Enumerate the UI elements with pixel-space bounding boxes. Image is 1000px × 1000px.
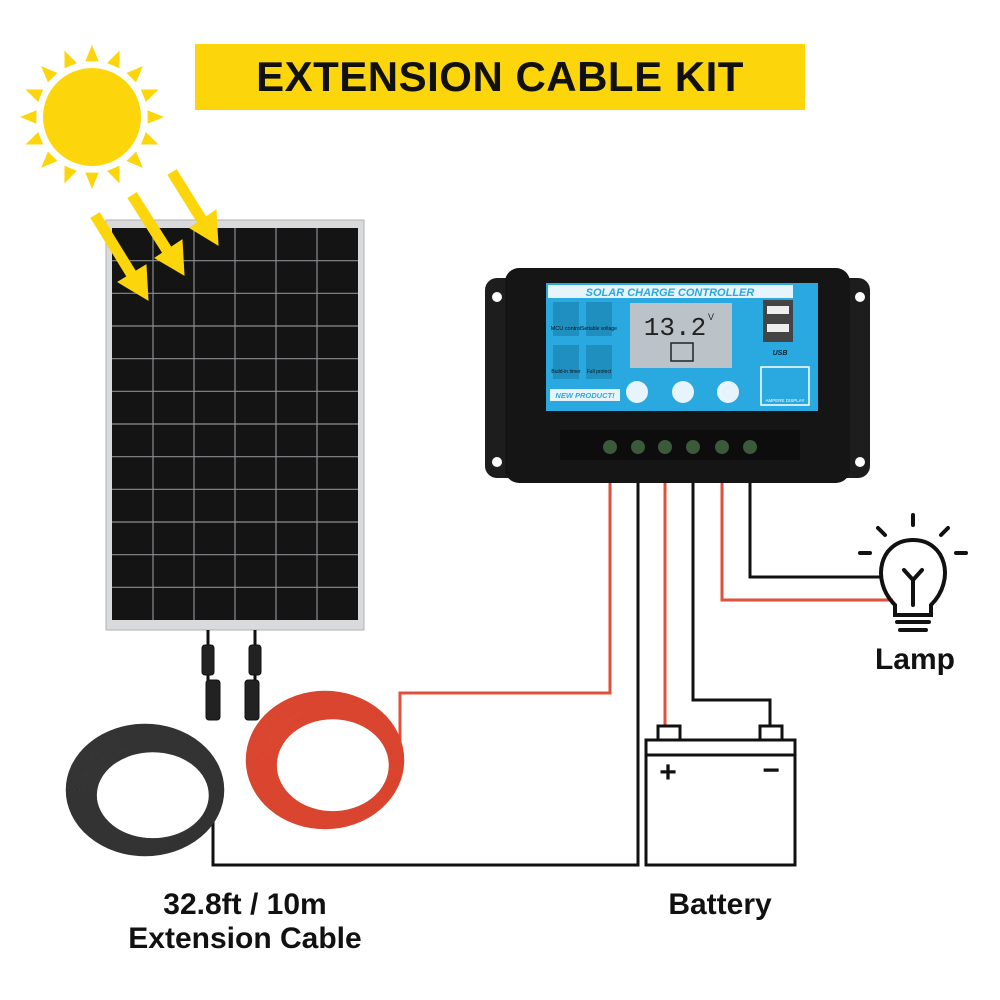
sun-ray <box>25 132 44 145</box>
sun-ray <box>64 50 77 69</box>
ampere-display-icon <box>760 366 810 406</box>
sun-ray <box>147 110 164 124</box>
black-cable-coil <box>65 723 225 857</box>
ampere-label: AMPERE DISPLAY <box>766 398 805 403</box>
sun-ray <box>126 66 143 83</box>
sun-ray <box>85 45 99 62</box>
feature-protect: Full protect <box>587 369 612 375</box>
solar-charge-controller: SOLAR CHARGE CONTROLLER 13.2 V MCU contr… <box>485 268 870 483</box>
feature-mcu: MCU control <box>551 326 582 332</box>
battery-lcd-icon <box>670 342 694 362</box>
sun-icon <box>20 45 164 189</box>
battery-label: Battery <box>668 888 772 921</box>
feature-timer: Build-in timer <box>551 369 581 375</box>
battery-plus: + <box>659 756 677 789</box>
sun-ray <box>107 50 120 69</box>
lightbulb-icon <box>858 513 968 632</box>
solar-panel <box>105 219 365 631</box>
battery-icon <box>644 724 797 867</box>
cable-name-label: Extension Cable <box>128 922 362 955</box>
feature-voltage: Settable voltage <box>581 326 617 332</box>
sun-ray <box>107 165 120 184</box>
terminal-screw <box>715 440 729 454</box>
terminal-screw <box>658 440 672 454</box>
black-wire-lamp <box>748 480 880 579</box>
coil-loop <box>94 749 212 841</box>
sun-ray <box>25 89 44 102</box>
sun-ray <box>140 132 159 145</box>
voltage-readout: 13.2 <box>644 313 706 343</box>
sun-ray <box>140 89 159 102</box>
lamp-label: Lamp <box>874 643 955 676</box>
black-wire-battery <box>691 480 772 730</box>
title-banner: EXTENSION CABLE KIT <box>195 44 805 110</box>
up-button[interactable] <box>672 381 694 403</box>
red-wire-panel <box>398 480 612 760</box>
terminal-screw <box>631 440 645 454</box>
black-wire-panel <box>211 480 640 867</box>
sun-ray <box>41 66 58 83</box>
sunlight-arrows <box>90 169 219 301</box>
controller-header: SOLAR CHARGE CONTROLLER <box>586 287 755 299</box>
sun-ray <box>126 151 143 168</box>
new-product-badge: NEW PRODUCT! <box>555 391 615 400</box>
voltage-unit: V <box>708 312 714 322</box>
usb-label: USB <box>773 350 788 357</box>
red-cable-coil <box>245 690 405 830</box>
sun-ray <box>64 165 77 184</box>
sun-ray <box>20 110 37 124</box>
battery-minus: − <box>762 754 780 787</box>
red-wire-lamp <box>720 480 893 602</box>
panel-connectors <box>201 630 262 721</box>
terminal-screw <box>686 440 700 454</box>
coil-loop <box>274 716 392 814</box>
sun-ray <box>41 151 58 168</box>
terminal-screw <box>603 440 617 454</box>
sun-ray <box>85 172 99 189</box>
menu-button[interactable] <box>626 381 648 403</box>
terminal-screw <box>743 440 757 454</box>
down-button[interactable] <box>717 381 739 403</box>
cable-length-label: 32.8ft / 10m <box>163 888 327 921</box>
